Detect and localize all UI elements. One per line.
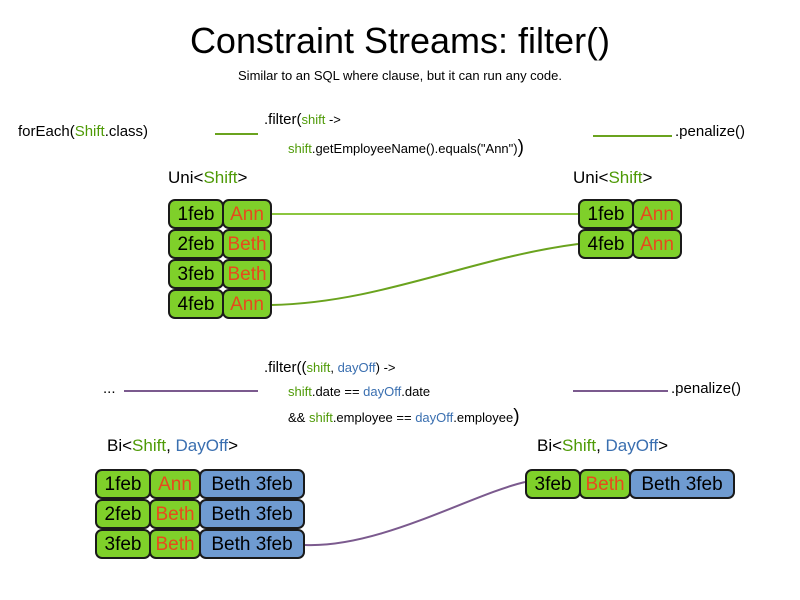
bi-filter-line3-var1: shift (308, 410, 333, 425)
bi-filter-line3: && shift.employee == dayOff.employee) (288, 406, 520, 427)
uni-output-label-suffix: > (642, 168, 653, 187)
table-row[interactable]: 1feb Ann (578, 199, 682, 229)
bi-input-label-type1: Shift (132, 436, 167, 455)
uni-filter-close-paren: ) (517, 137, 524, 158)
wire-uni-row4 (270, 243, 579, 306)
cell-date: 3feb (95, 529, 151, 559)
uni-penalize-call: .penalize() (675, 123, 746, 140)
table-row[interactable]: 4feb Ann (578, 229, 682, 259)
cell-pair: Beth 3feb (199, 469, 305, 499)
cell-date: 1feb (578, 199, 634, 229)
uni-filter-line1: .filter(shift -> (264, 110, 341, 129)
bi-penalize-call: .penalize() (671, 380, 742, 397)
bi-input-label-suffix: > (228, 436, 239, 455)
foreach-call: forEach(Shift.class) (18, 122, 148, 141)
bi-output-label: Bi<Shift, DayOff> (537, 436, 668, 456)
table-row[interactable]: 1feb Ann (168, 199, 272, 229)
uni-output-label-type: Shift (608, 168, 643, 187)
uni-filter-var: shift (288, 141, 312, 156)
page-title: Constraint Streams: filter() (189, 20, 611, 61)
uni-input-label: Uni<Shift> (168, 168, 247, 188)
table-row[interactable]: 4feb Ann (168, 289, 272, 319)
cell-date: 4feb (168, 289, 224, 319)
table-row[interactable]: 3feb Beth Beth 3feb (525, 469, 735, 499)
cell-name: Beth (222, 229, 272, 259)
table-row[interactable]: 2feb Beth (168, 229, 272, 259)
bi-input-label-comma: , (166, 436, 176, 455)
uni-filter-line2: shift.getEmployeeName().equals("Ann")) (288, 137, 524, 158)
table-row[interactable]: 2feb Beth Beth 3feb (95, 499, 305, 529)
bi-filter-close-paren: ) (513, 406, 520, 427)
cell-date: 2feb (168, 229, 224, 259)
uni-input-label-prefix: Uni< (168, 168, 204, 187)
cell-pair: Beth 3feb (199, 529, 305, 559)
bi-filter-line3-end: .employee (453, 410, 514, 425)
cell-name: Beth (149, 529, 201, 559)
bi-filter-line2-var2: dayOff (363, 384, 402, 399)
uni-filter-prefix: .filter( (264, 111, 302, 128)
foreach-suffix: .class) (104, 123, 149, 140)
uni-output-label: Uni<Shift> (573, 168, 652, 188)
cell-name: Beth (149, 499, 201, 529)
uni-filter-param: shift (301, 112, 326, 127)
cell-date: 2feb (95, 499, 151, 529)
bi-filter-param1: shift (306, 360, 331, 375)
cell-name: Beth (222, 259, 272, 289)
cell-name: Beth (579, 469, 631, 499)
bi-filter-line3-and: && (288, 410, 309, 425)
bi-input-label-type2: DayOff (175, 436, 229, 455)
bi-filter-arrow: ) -> (375, 360, 396, 375)
bi-filter-line3-mid: .employee == (332, 410, 416, 425)
bi-filter-line3-var2: dayOff (415, 410, 454, 425)
bi-filter-param2: dayOff (337, 360, 376, 375)
bi-filter-prefix: .filter(( (264, 359, 307, 376)
cell-date: 4feb (578, 229, 634, 259)
cell-name: Ann (632, 199, 682, 229)
foreach-prefix: forEach( (18, 123, 75, 140)
uni-filter-body: .getEmployeeName().equals("Ann") (311, 141, 518, 156)
page-subtitle: Similar to an SQL where clause, but it c… (238, 68, 562, 83)
uni-filter-arrow: -> (325, 112, 341, 127)
bi-output-label-suffix: > (658, 436, 669, 455)
cell-pair: Beth 3feb (199, 499, 305, 529)
bi-filter-line2-mid: .date == (311, 384, 364, 399)
uni-input-label-type: Shift (203, 168, 238, 187)
cell-name: Ann (222, 199, 272, 229)
table-row[interactable]: 3feb Beth Beth 3feb (95, 529, 305, 559)
bi-input-label-prefix: Bi< (107, 436, 133, 455)
table-row[interactable]: 1feb Ann Beth 3feb (95, 469, 305, 499)
uni-input-label-suffix: > (237, 168, 248, 187)
cell-date: 1feb (168, 199, 224, 229)
bi-filter-line1: .filter((shift, dayOff) -> (264, 358, 396, 377)
bi-input-label: Bi<Shift, DayOff> (107, 436, 238, 456)
wire-bi-row3 (304, 481, 526, 547)
bi-filter-line2-var1: shift (288, 384, 312, 399)
cell-name: Ann (222, 289, 272, 319)
bi-output-label-type1: Shift (562, 436, 597, 455)
cell-date: 3feb (168, 259, 224, 289)
cell-date: 3feb (525, 469, 581, 499)
bi-filter-comma: , (330, 360, 338, 375)
bi-source-ellipsis: ... (103, 380, 116, 397)
bi-output-label-type2: DayOff (605, 436, 659, 455)
bi-output-label-comma: , (596, 436, 606, 455)
cell-name: Ann (632, 229, 682, 259)
bi-filter-line2: shift.date == dayOff.date (288, 383, 430, 401)
bi-filter-line2-end: .date (401, 384, 431, 399)
cell-name: Ann (149, 469, 201, 499)
table-row[interactable]: 3feb Beth (168, 259, 272, 289)
uni-output-label-prefix: Uni< (573, 168, 609, 187)
foreach-type: Shift (74, 123, 105, 140)
cell-pair: Beth 3feb (629, 469, 735, 499)
cell-date: 1feb (95, 469, 151, 499)
bi-output-label-prefix: Bi< (537, 436, 563, 455)
